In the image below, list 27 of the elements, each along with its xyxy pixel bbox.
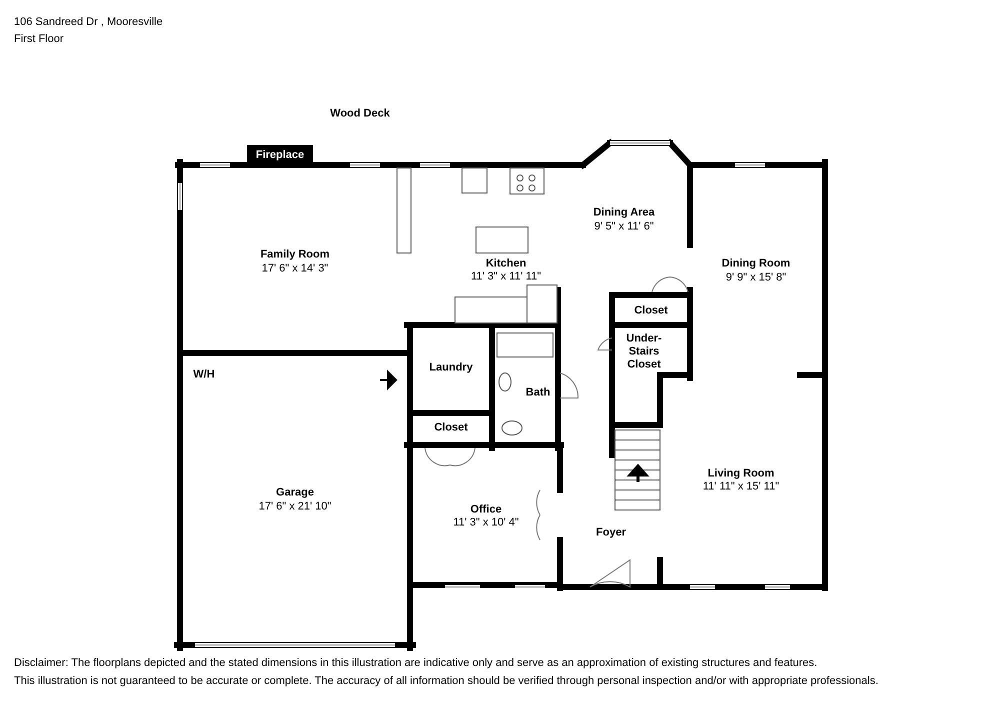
fixture-label: W/H [193,368,215,382]
room-name: Bath [526,386,550,400]
disclaimer-text: This illustration is not guaranteed to be accurate or complete. The accuracy of all information should be verified through personal inspection and/or with appropriate professionals. [14,675,878,688]
room-name: Family Room [260,248,330,262]
room-dimensions: 9' 9" x 15' 8" [726,272,786,284]
room-name: Closet [634,304,668,318]
room-name: Under-Stairs Closet [625,332,663,372]
room-dimensions: 9' 5" x 11' 6" [594,220,654,234]
room-name: Foyer [596,526,626,540]
disclaimer-text: Disclaimer: The floorplans depicted and the stated dimensions in this illustration are indicative only and serve as an approximation of existing structures and features. [14,657,818,670]
room-name: Living Room [708,468,774,480]
floor-label: First Floor [14,33,64,46]
room-name: Closet [434,422,468,434]
room-dimensions: 11' 11" x 15' 11" [702,480,780,494]
room-dimensions: 17' 6" x 21' 10" [258,500,332,514]
room-name: Dining Room [722,258,790,270]
area-label: Wood Deck [330,108,390,120]
room-dimensions: 11' 3" x 10' 4" [453,516,519,530]
room-name: Office [470,504,502,516]
room-name: Garage [276,486,314,500]
room-name: Dining Area [593,206,655,220]
fireplace: Fireplace [247,145,313,165]
room-dimensions: 17' 6" x 14' 3" [262,262,328,276]
address-heading: 106 Sandreed Dr , Mooresville [14,16,163,29]
room-name: Laundry [429,362,473,374]
room-name: Kitchen [486,258,526,270]
room-dimensions: 11' 3" x 11' 11" [470,270,542,284]
